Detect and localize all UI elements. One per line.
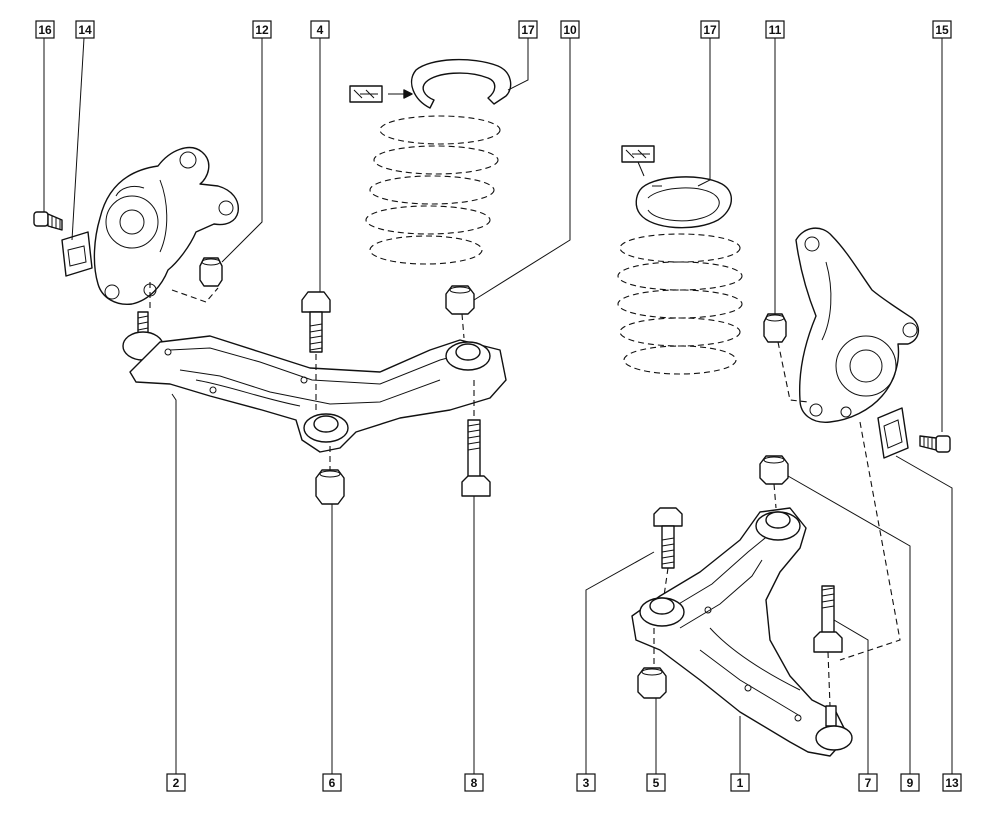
screw-15 — [919, 435, 951, 453]
bolt-3 — [653, 507, 683, 569]
callout-4: 4 — [310, 20, 330, 39]
nut-5 — [637, 667, 667, 699]
callout-15: 15 — [932, 20, 952, 39]
callout-12-text: 12 — [255, 23, 269, 37]
callout-7: 7 — [858, 773, 878, 792]
nut-9 — [759, 455, 789, 485]
callout-3: 3 — [576, 773, 596, 792]
callout-14: 14 — [75, 20, 95, 39]
callout-17-left-text: 17 — [521, 23, 535, 37]
callout-15-text: 15 — [935, 23, 949, 37]
nut-6 — [315, 469, 345, 505]
callout-8: 8 — [464, 773, 484, 792]
shield-plate-right — [877, 407, 909, 459]
callout-10-text: 10 — [563, 23, 577, 37]
callout-6: 6 — [322, 773, 342, 792]
callout-7-text: 7 — [865, 776, 872, 790]
spring-insulator-17-left — [411, 58, 512, 109]
spring-insulator-17-right — [635, 176, 732, 229]
bolt-4 — [301, 291, 331, 353]
callout-5: 5 — [646, 773, 666, 792]
lower-arm-left-2 — [129, 335, 507, 453]
callout-10: 10 — [560, 20, 580, 39]
lower-arm-right-1 — [631, 507, 853, 757]
callout-17-right-text: 17 — [703, 23, 717, 37]
callout-1: 1 — [730, 773, 750, 792]
callout-13: 13 — [942, 773, 962, 792]
bolt-8 — [461, 419, 491, 497]
callout-17-left: 17 — [518, 20, 538, 39]
grease-symbol-right — [621, 145, 655, 177]
shield-plate-14 — [61, 231, 93, 277]
nut-12 — [199, 257, 223, 287]
callout-14-text: 14 — [78, 23, 92, 37]
callout-8-text: 8 — [471, 776, 478, 790]
callout-16: 16 — [35, 20, 55, 39]
callout-17-right: 17 — [700, 20, 720, 39]
callout-12: 12 — [252, 20, 272, 39]
callout-2-text: 2 — [173, 776, 180, 790]
callout-4-text: 4 — [317, 23, 324, 37]
callout-2: 2 — [166, 773, 186, 792]
callout-1-text: 1 — [737, 776, 744, 790]
nut-11 — [763, 313, 787, 343]
callout-11-text: 11 — [769, 23, 782, 37]
coil-spring-left — [365, 115, 501, 265]
coil-spring-right — [617, 233, 743, 375]
assembly-lines — [149, 282, 901, 707]
bolt-7 — [813, 585, 843, 653]
callout-13-text: 13 — [945, 776, 959, 790]
callout-5-text: 5 — [653, 776, 660, 790]
callout-9: 9 — [900, 773, 920, 792]
callout-9-text: 9 — [907, 776, 914, 790]
screw-16 — [33, 211, 63, 231]
callout-16-text: 16 — [38, 23, 52, 37]
nut-10 — [445, 285, 475, 315]
leader-lines — [43, 37, 953, 776]
grease-symbol-left — [349, 85, 413, 103]
callout-6-text: 6 — [329, 776, 336, 790]
callout-11: 11 — [765, 20, 785, 39]
steering-knuckle-right — [795, 227, 919, 423]
callout-3-text: 3 — [583, 776, 590, 790]
